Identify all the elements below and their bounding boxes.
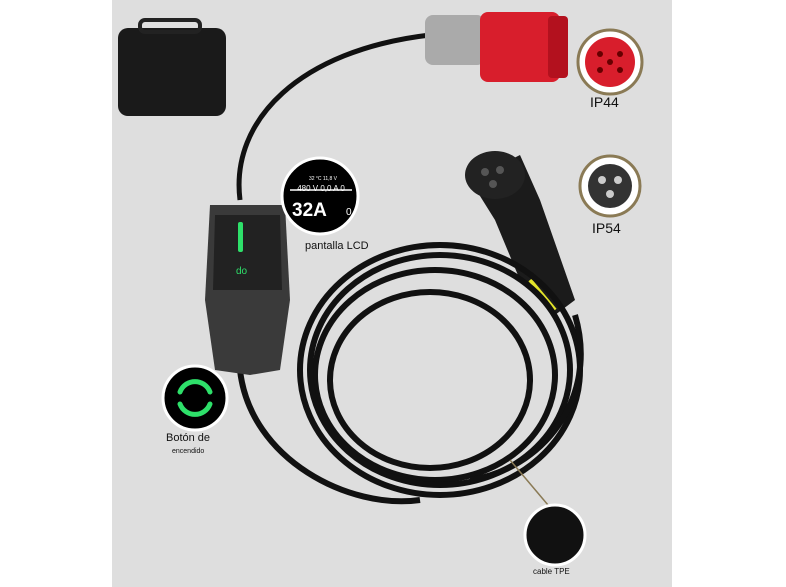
device-logo: do (236, 266, 248, 277)
coiled-cable (237, 242, 584, 505)
button-label-line2: encendido (172, 448, 205, 455)
upper-cable (236, 32, 431, 201)
control-box (205, 205, 290, 375)
type2-connector (465, 151, 575, 315)
cable-label: cable TPE (533, 567, 570, 576)
lcd-label: pantalla LCD (305, 240, 369, 252)
button-label-line1: Botón de (166, 432, 211, 444)
lcd-reading: 480 V 0,0 A 0 (297, 184, 345, 193)
lcd-top-line: 32 °C 11,8 V (308, 176, 338, 182)
cable-callout (523, 503, 587, 567)
industrial-plug (425, 12, 568, 82)
ip54-label: IP54 (592, 220, 621, 236)
power-button-icon (177, 379, 213, 417)
ip44-label: IP44 (590, 94, 619, 110)
carry-bag (118, 28, 226, 116)
lcd-counter: 0 (346, 207, 352, 218)
power-button-callout (161, 364, 229, 432)
lcd-current: 32A (292, 200, 327, 221)
lcd-callout (280, 156, 360, 236)
